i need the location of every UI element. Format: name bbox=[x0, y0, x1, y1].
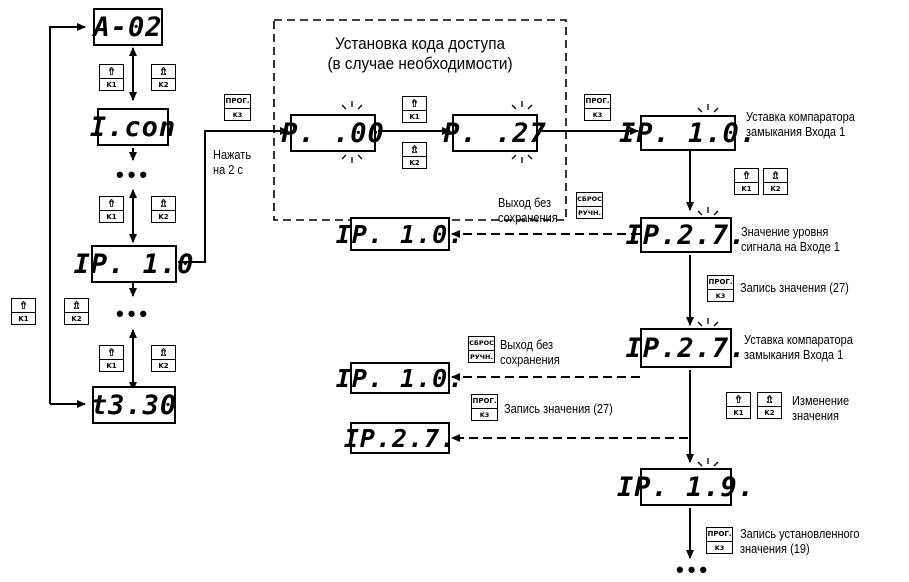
double-arrow-up-icon: ⇮ bbox=[741, 169, 752, 182]
key-k1-up[interactable]: ⇮K1 bbox=[402, 96, 427, 123]
double-arrow-down-icon: ⇯ bbox=[71, 299, 82, 312]
double-arrow-up-icon: ⇮ bbox=[106, 197, 117, 210]
display-ip27-setpoint: IP.2.7. bbox=[626, 328, 745, 368]
key-prog-k3[interactable]: ПРОГ.K3 bbox=[707, 275, 734, 302]
key-k2-down[interactable]: ⇯K2 bbox=[151, 64, 176, 91]
blink-mark bbox=[697, 458, 719, 467]
display-p27: P. .27 bbox=[443, 114, 546, 152]
double-arrow-down-icon: ⇯ bbox=[158, 65, 169, 78]
key-prog-k3[interactable]: ПРОГ.K3 bbox=[706, 527, 733, 554]
key-k2-down[interactable]: ⇯K2 bbox=[757, 392, 782, 419]
ellipsis: ••• bbox=[116, 301, 152, 326]
double-arrow-down-icon: ⇯ bbox=[409, 143, 420, 156]
loop-line bbox=[49, 23, 86, 404]
double-arrow-up-icon: ⇮ bbox=[106, 65, 117, 78]
blink-mark bbox=[511, 101, 533, 163]
key-prog-k3[interactable]: ПРОГ.K3 bbox=[224, 94, 251, 121]
double-arrow-up-icon: ⇮ bbox=[106, 346, 117, 359]
ellipsis: ••• bbox=[676, 557, 712, 582]
blink-mark bbox=[697, 207, 719, 216]
double-arrow-down-icon: ⇯ bbox=[158, 197, 169, 210]
display-ip10-setpoint: IP. 1.0. bbox=[619, 115, 756, 151]
double-arrow-up-icon: ⇮ bbox=[409, 97, 420, 110]
key-k1-up[interactable]: ⇮K1 bbox=[99, 345, 124, 372]
display-exit-ip10-b: IP. 1.0. bbox=[335, 362, 465, 394]
key-k1-up[interactable]: ⇮K1 bbox=[99, 64, 124, 91]
double-arrow-down-icon: ⇯ bbox=[770, 169, 781, 182]
key-k1-up[interactable]: ⇮K1 bbox=[99, 196, 124, 223]
display-ip10-left: IP. 1.0 bbox=[74, 245, 193, 283]
key-k1-up[interactable]: ⇮K1 bbox=[726, 392, 751, 419]
write-27-label-b: Запись значения (27) bbox=[504, 402, 613, 416]
display-p00: P. .00 bbox=[281, 114, 384, 152]
display-icon: I.con bbox=[90, 108, 175, 146]
key-k2-down[interactable]: ⇯K2 bbox=[151, 196, 176, 223]
display-exit-ip10-a: IP. 1.0. bbox=[336, 217, 463, 251]
display-ip19: IP. 1.9. bbox=[617, 468, 754, 506]
ellipsis: ••• bbox=[116, 162, 152, 187]
key-k2-down[interactable]: ⇯K2 bbox=[64, 298, 89, 325]
display-ip27-level: IP.2.7. bbox=[626, 217, 745, 253]
double-arrow-up-icon: ⇮ bbox=[18, 299, 29, 312]
double-arrow-down-icon: ⇯ bbox=[158, 346, 169, 359]
access-code-title: Установка кода доступа (в случае необход… bbox=[327, 34, 513, 73]
double-arrow-up-icon: ⇮ bbox=[733, 393, 744, 406]
display-t330: t3.30 bbox=[91, 386, 176, 424]
double-arrow-down-icon: ⇯ bbox=[764, 393, 775, 406]
blink-mark bbox=[341, 101, 363, 163]
key-k2-down[interactable]: ⇯K2 bbox=[763, 168, 788, 195]
blink-mark bbox=[697, 104, 719, 113]
key-prog-k3[interactable]: ПРОГ.K3 bbox=[584, 94, 611, 121]
display-a02: A-02 bbox=[93, 8, 163, 46]
key-k2-down[interactable]: ⇯K2 bbox=[151, 345, 176, 372]
key-k1-up[interactable]: ⇮K1 bbox=[11, 298, 36, 325]
write-27-label: Запись значения (27) bbox=[740, 281, 849, 295]
key-prog-k3[interactable]: ПРОГ.K3 bbox=[471, 394, 498, 421]
key-k2-down[interactable]: ⇯K2 bbox=[402, 142, 427, 169]
key-k1-up[interactable]: ⇮K1 bbox=[734, 168, 759, 195]
blink-mark bbox=[697, 318, 719, 327]
enter-arrow bbox=[178, 127, 289, 263]
display-exit-ip27: IP.2.7. bbox=[343, 422, 457, 454]
